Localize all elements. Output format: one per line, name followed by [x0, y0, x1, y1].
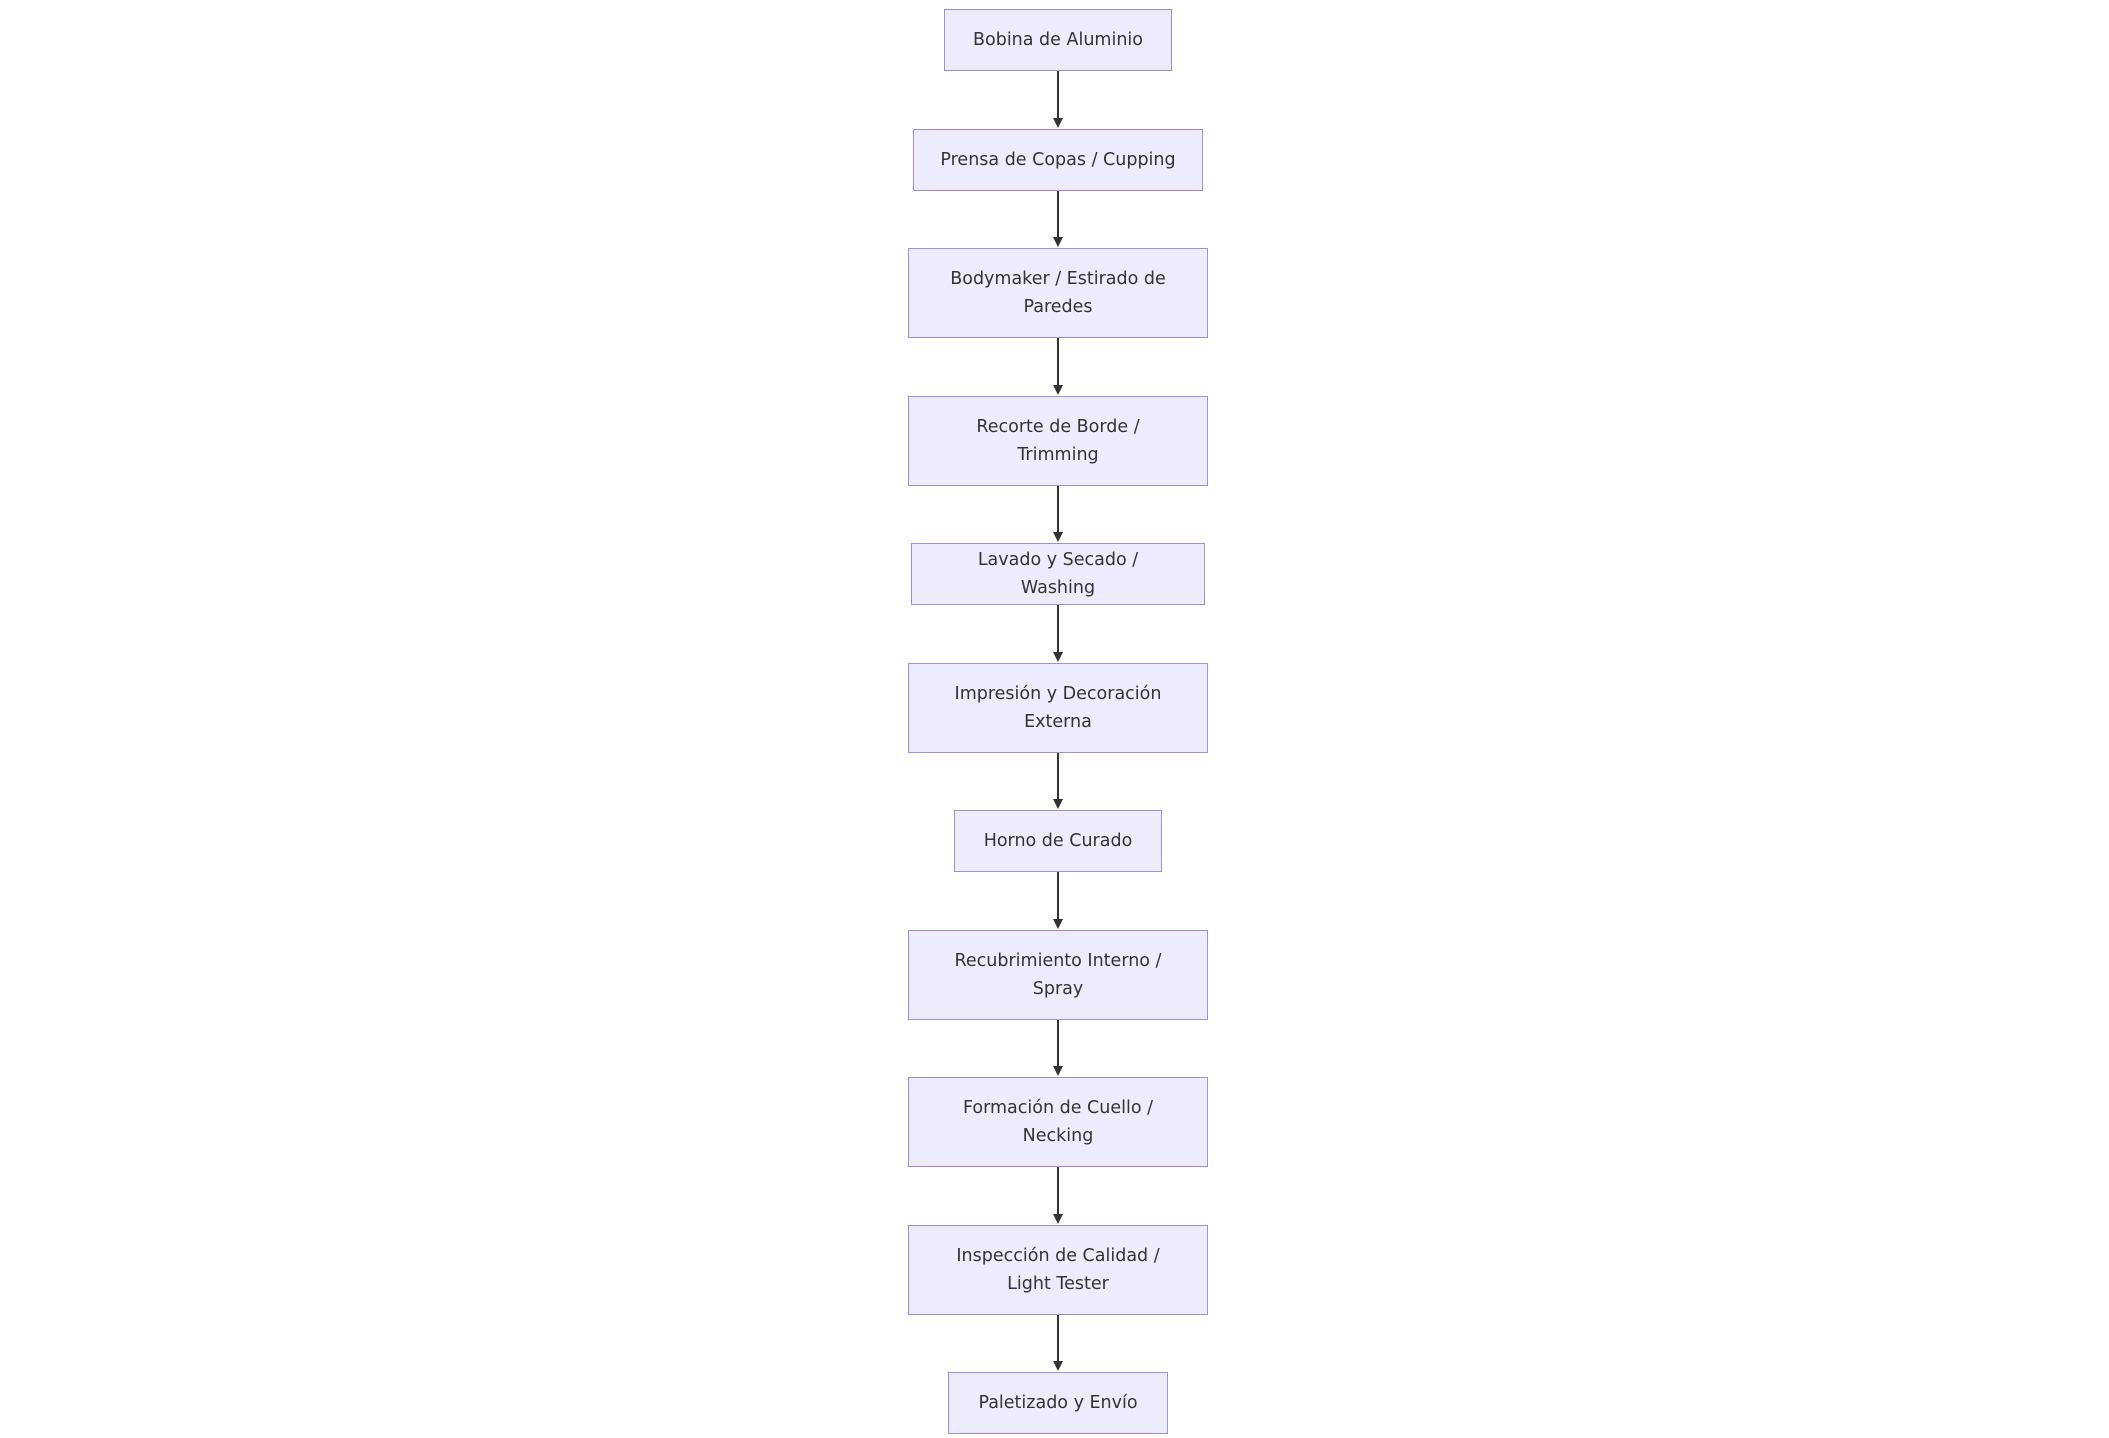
process-step-9: Formación de Cuello / Necking [908, 1077, 1208, 1167]
process-step-10: Inspección de Calidad / Light Tester [908, 1225, 1208, 1315]
process-step-2: Prensa de Copas / Cupping [913, 129, 1203, 191]
process-step-8: Recubrimiento Interno / Spray [908, 930, 1208, 1020]
arrowhead-3 [1053, 385, 1063, 395]
process-step-3: Bodymaker / Estirado de Paredes [908, 248, 1208, 338]
process-step-7: Horno de Curado [954, 810, 1162, 872]
process-step-11: Paletizado y Envío [948, 1372, 1168, 1434]
arrowhead-2 [1053, 237, 1063, 247]
arrowhead-8 [1053, 1066, 1063, 1076]
process-step-4: Recorte de Borde / Trimming [908, 396, 1208, 486]
arrowhead-5 [1053, 652, 1063, 662]
arrowhead-9 [1053, 1214, 1063, 1224]
arrowhead-1 [1053, 118, 1063, 128]
arrowhead-4 [1053, 532, 1063, 542]
arrowhead-7 [1053, 919, 1063, 929]
process-step-5: Lavado y Secado / Washing [911, 543, 1205, 605]
arrowhead-6 [1053, 799, 1063, 809]
process-step-6: Impresión y Decoración Externa [908, 663, 1208, 753]
process-step-1: Bobina de Aluminio [944, 9, 1172, 71]
arrowhead-10 [1053, 1361, 1063, 1371]
